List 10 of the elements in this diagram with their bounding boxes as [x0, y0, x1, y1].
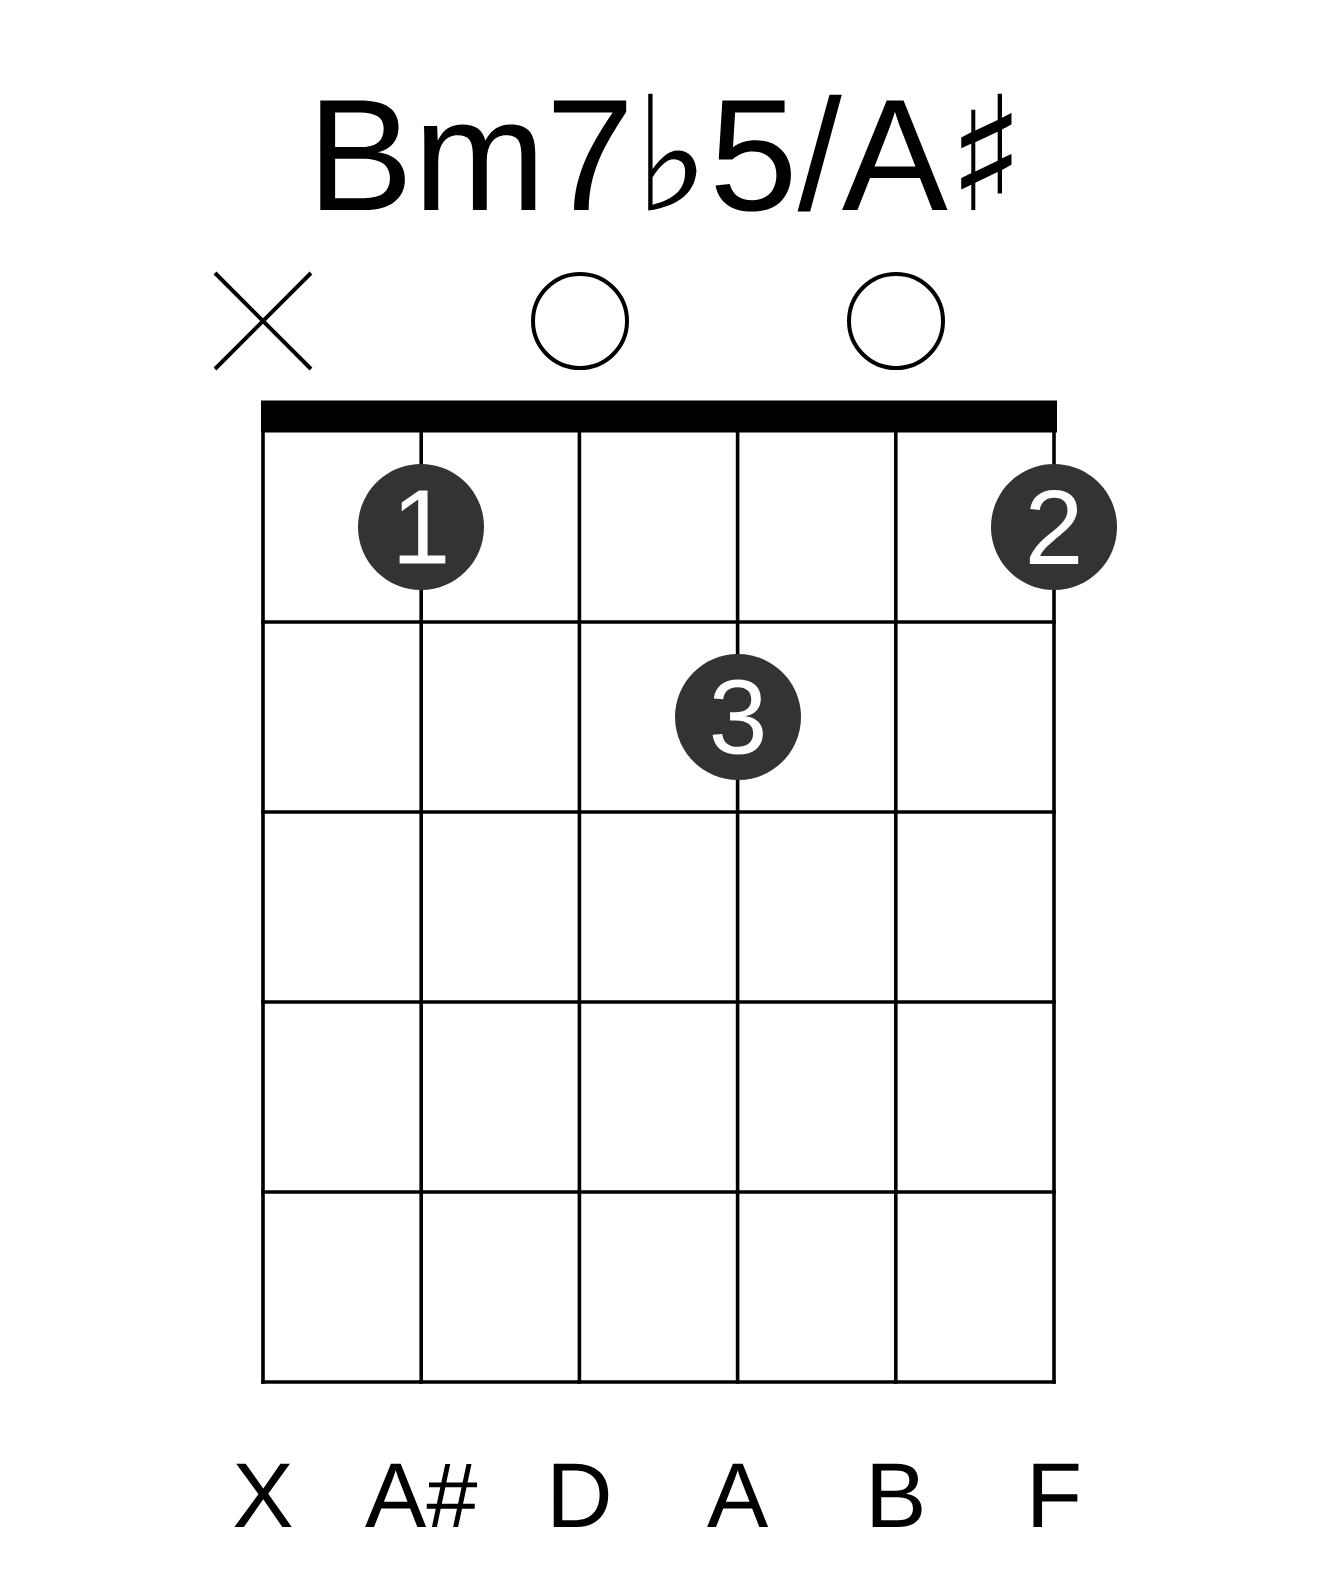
string-note-label: D — [553, 1463, 609, 1527]
open-string-circle — [531, 272, 629, 370]
string-note-label: X — [234, 1463, 292, 1527]
string-note-label: A — [707, 1463, 769, 1527]
chord-title: Bm7♭5/A♯ — [320, 93, 1012, 212]
mute-cross — [213, 271, 313, 371]
string-note-label: A# — [365, 1463, 478, 1527]
open-string-circle — [847, 272, 945, 370]
string-note-label: B — [872, 1463, 922, 1527]
string-note-label: F — [1033, 1463, 1079, 1527]
